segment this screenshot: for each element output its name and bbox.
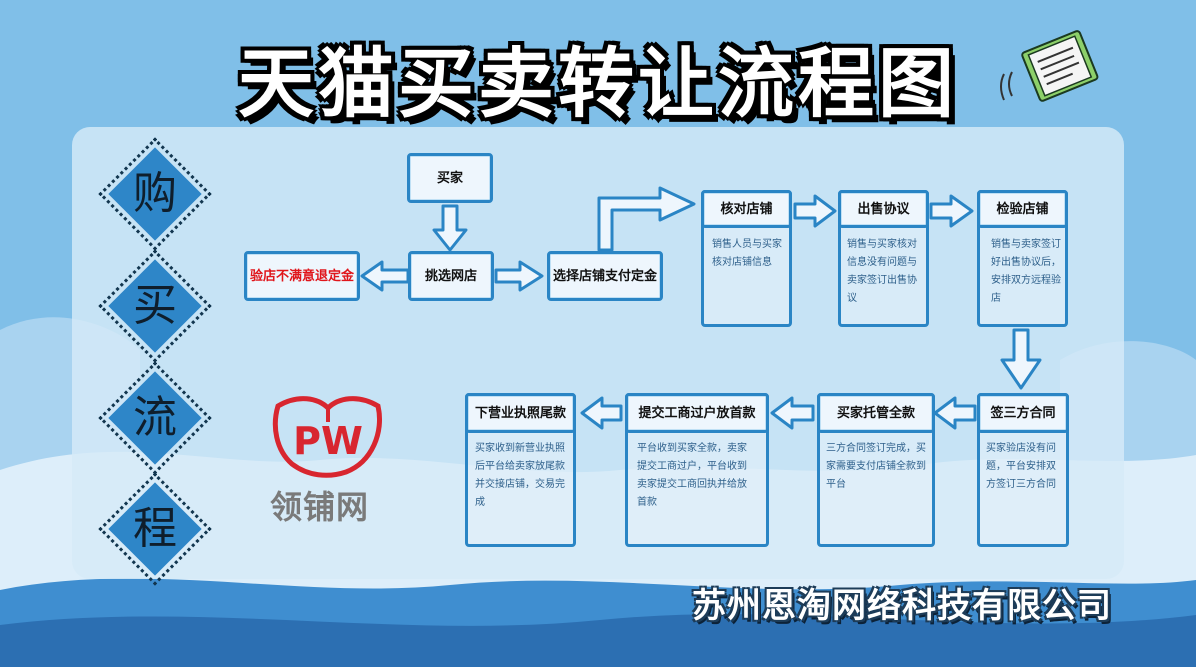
node-deposit-label: 选择店铺支付定金 (553, 268, 658, 284)
node-transfer-head (625, 393, 769, 433)
node-escrow-head (817, 393, 935, 433)
side-char-3: 流 (133, 392, 177, 443)
node-buyer-label: 买家 (436, 170, 463, 186)
node-inspect-desc: 销售与卖家签订好出售协议后，安排双方远程验店 (991, 239, 1061, 304)
node-refund (244, 251, 360, 301)
node-pick-label: 挑选网店 (424, 268, 477, 284)
logo-mark: PW (272, 396, 382, 478)
node-pick (408, 251, 494, 301)
side-char-1: 购 (133, 168, 177, 219)
node-refund-label: 验店不满意退定金 (249, 268, 354, 284)
node-contract-label: 签三方合同 (990, 405, 1056, 421)
page-title: 天猫买卖转让流程图 (238, 39, 958, 128)
arrow-agreement-inspect (929, 194, 974, 228)
node-escrow-label: 买家托管全款 (836, 405, 915, 421)
logo-mark-text: PW (293, 419, 363, 463)
node-transfer-label: 提交工商过户放首款 (638, 405, 756, 421)
node-escrow-desc: 三方合同签订完成，买家需要支付店铺全款到平台 (826, 443, 926, 490)
node-deposit (547, 251, 663, 301)
node-contract-head (977, 393, 1069, 433)
node-inspect-head (977, 190, 1068, 228)
node-agreement-label: 出售协议 (857, 201, 910, 217)
node-final-desc: 买家收到新营业执照后平台给卖家放尾款并交接店铺，交易完成 (475, 443, 565, 508)
node-verify-desc: 销售人员与买家核对店铺信息 (712, 239, 782, 268)
node-transfer-desc: 平台收到买家全款，卖家提交工商过户，平台收到卖家提交工商回执并给放首款 (637, 443, 747, 508)
document-icon (1000, 30, 1099, 102)
side-char-2: 买 (133, 280, 177, 331)
arrow-contract-escrow (933, 396, 977, 430)
node-agreement-head (838, 190, 929, 228)
arrow-inspect-contract (1000, 328, 1042, 390)
node-final-head (465, 393, 576, 433)
node-inspect-label: 检验店铺 (996, 201, 1049, 217)
side-char-4: 程 (133, 503, 177, 554)
arrow-buyer-pick (432, 204, 468, 252)
node-final-label: 下营业执照尾款 (474, 405, 566, 421)
arrow-pick-refund (360, 260, 410, 292)
company-name: 苏州恩淘网络科技有限公司 (692, 586, 1112, 626)
node-verify-head (701, 190, 792, 228)
node-buyer (407, 153, 493, 203)
node-agreement-desc: 销售与买家核对信息没有问题与卖家签订出售协议 (847, 239, 917, 304)
arrow-deposit-verify (597, 186, 696, 252)
arrow-verify-agreement (793, 194, 837, 228)
arrow-pick-deposit (494, 260, 544, 292)
arrow-transfer-final (580, 396, 623, 430)
node-contract-desc: 买家验店没有问题，平台安排双方签订三方合同 (986, 443, 1056, 490)
node-verify-label: 核对店铺 (720, 201, 773, 217)
arrow-escrow-transfer (770, 396, 815, 430)
logo-name: 领铺网 (270, 488, 370, 526)
